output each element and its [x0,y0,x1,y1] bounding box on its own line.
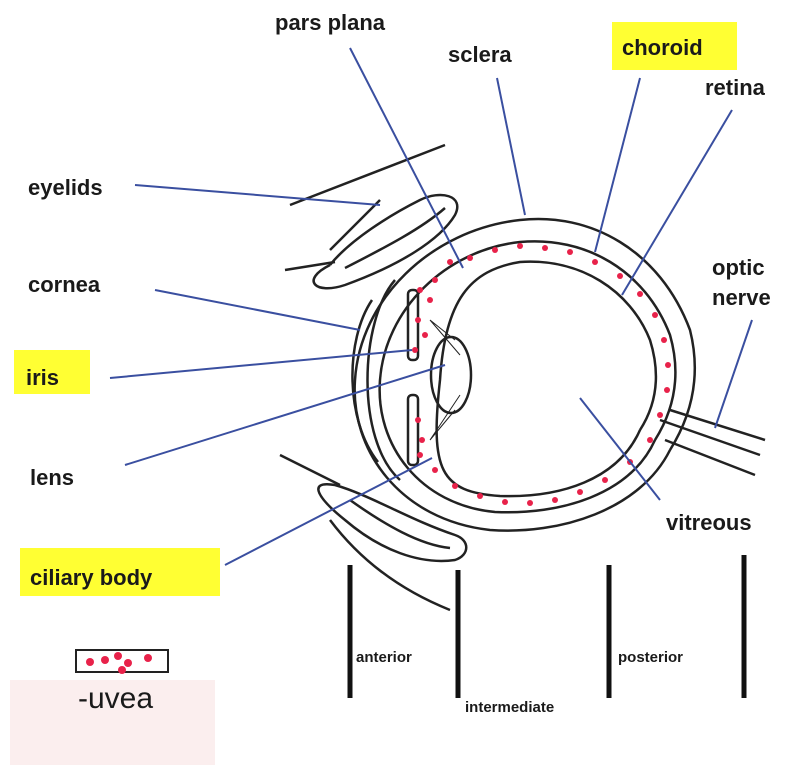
label-vitreous: vitreous [666,510,752,535]
label-eyelids: eyelids [28,175,103,200]
label-iris: iris [26,365,59,390]
optic-nerve-pointer [715,320,752,428]
label-ciliary-body: ciliary body [30,565,153,590]
region-anterior: anterior [356,649,412,666]
choroid-pointer [595,78,640,252]
label-pars-plana: pars plana [275,10,386,35]
label-lens: lens [30,465,74,490]
label-cornea: cornea [28,272,101,297]
label-choroid: choroid [622,35,703,60]
eyeball-drawing [280,145,765,610]
lens [431,337,471,413]
region-intermediate: intermediate [465,699,554,716]
sclera-pointer [497,78,525,215]
uvea-legend-label: -uvea [78,682,153,715]
region-bars [350,555,744,698]
lens-pointer [125,365,445,465]
retina-outline [437,262,656,496]
cornea-pointer [155,290,360,330]
upper-eyelid [314,195,458,288]
iris-lower [408,395,418,465]
eyelids-pointer [135,185,380,205]
label-sclera: sclera [448,42,512,67]
optic-nerve [660,420,760,455]
choroid-outer [380,241,676,512]
label-retina: retina [705,75,766,100]
region-posterior: posterior [618,649,683,666]
label-optic: optic [712,255,765,280]
label-nerve: nerve [712,285,771,310]
lower-eyelid [318,484,466,561]
sclera-outline [355,219,695,531]
uvea-dots [412,243,671,506]
